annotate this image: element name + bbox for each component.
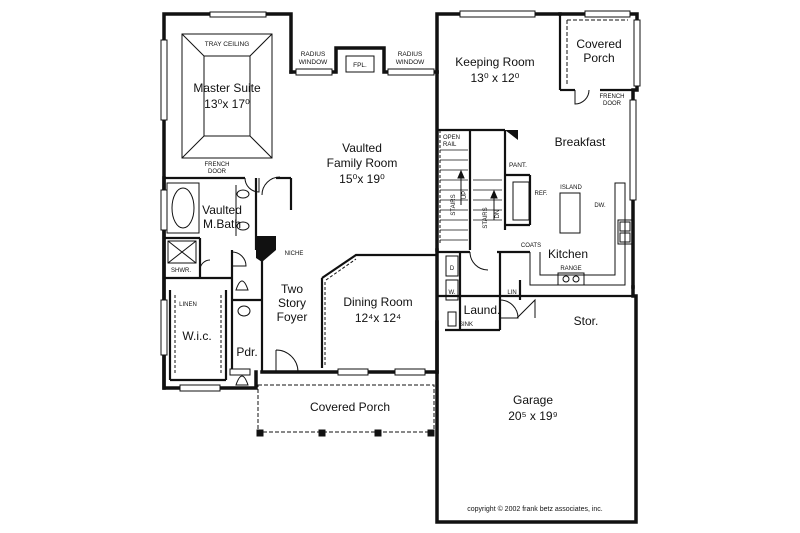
up-label: UP bbox=[462, 191, 468, 199]
dining-room-name: Dining Room bbox=[343, 295, 412, 309]
top-porch-label-1: Covered bbox=[576, 37, 621, 51]
tray-ceiling-label: TRAY CEILING bbox=[205, 41, 250, 48]
french-door-porch-1: FRENCH bbox=[600, 94, 625, 100]
keeping-room-name: Keeping Room bbox=[455, 55, 534, 69]
front-porch-outline bbox=[257, 384, 435, 433]
tray-ceiling-inner bbox=[203, 55, 251, 137]
open-rail-2: RAIL bbox=[443, 142, 457, 148]
shower bbox=[167, 240, 197, 264]
garage-name: Garage bbox=[513, 393, 553, 407]
keeping-room-dims: 13⁰ x 12⁰ bbox=[471, 71, 520, 85]
wic-label: W.i.c. bbox=[182, 329, 211, 343]
radius-window-left-2: WINDOW bbox=[299, 59, 328, 66]
linen-closet-label: LIN bbox=[507, 290, 516, 296]
laundry-label: Laund. bbox=[464, 303, 501, 317]
fireplace bbox=[345, 55, 375, 73]
windows bbox=[160, 10, 641, 392]
storage-wall bbox=[435, 285, 638, 524]
french-door-porch-2: DOOR bbox=[603, 101, 622, 107]
washer-label: W. bbox=[449, 290, 456, 296]
bathtub bbox=[171, 187, 195, 229]
range-label: RANGE bbox=[560, 266, 581, 272]
front-porch-label: Covered Porch bbox=[310, 400, 390, 414]
dryer-label: D bbox=[450, 266, 455, 272]
pantry-label: PANT. bbox=[509, 162, 527, 169]
room-labels: Master Suite 13⁰x 17⁰ Vaulted M.Bath W.i… bbox=[182, 37, 621, 423]
copyright: copyright © 2002 frank betz associates, … bbox=[467, 505, 603, 513]
niche-label: NICHE bbox=[285, 251, 304, 257]
linen-label: LINEN bbox=[179, 302, 197, 308]
family-room-dims: 15⁰x 19⁰ bbox=[339, 172, 385, 186]
kitchen-island bbox=[559, 192, 581, 234]
island-label: ISLAND bbox=[560, 185, 582, 191]
top-porch-label-2: Porch bbox=[583, 51, 614, 65]
french-door-master-1: FRENCH bbox=[205, 162, 230, 168]
annotations: TRAY CEILING RADIUS WINDOW RADIUS WINDOW… bbox=[171, 41, 625, 513]
french-door-master-2: DOOR bbox=[208, 169, 227, 175]
dining-room-dims: 12⁴x 12⁴ bbox=[355, 311, 401, 325]
foyer-label-2: Story bbox=[278, 296, 306, 310]
niche-block bbox=[256, 236, 276, 262]
fireplace-label: FPL. bbox=[353, 62, 367, 69]
foyer-label-1: Two bbox=[281, 282, 303, 296]
sink-label: SINK bbox=[459, 322, 473, 328]
master-bath-label-2: M.Bath bbox=[203, 217, 241, 231]
family-room-label-2: Family Room bbox=[327, 156, 398, 170]
powder-label: Pdr. bbox=[236, 345, 257, 359]
breakfast-label: Breakfast bbox=[555, 135, 606, 149]
garage-dims: 20⁵ x 19⁹ bbox=[508, 409, 557, 423]
kitchen-label: Kitchen bbox=[548, 247, 588, 261]
master-bath-label-1: Vaulted bbox=[202, 203, 242, 217]
open-rail-1: OPEN bbox=[443, 135, 460, 141]
master-suite-name: Master Suite bbox=[193, 81, 261, 95]
tray-ceiling-outer bbox=[181, 33, 273, 159]
refrigerator-label: REF. bbox=[534, 191, 547, 197]
fixtures bbox=[166, 19, 633, 437]
radius-window-right-1: RADIUS bbox=[398, 51, 423, 58]
interior-walls bbox=[164, 14, 633, 382]
pantry-corner bbox=[505, 130, 518, 140]
shower-label: SHWR. bbox=[171, 268, 191, 274]
foyer-label-3: Foyer bbox=[277, 310, 308, 324]
radius-window-left-1: RADIUS bbox=[301, 51, 326, 58]
dishwasher-label: DW. bbox=[594, 203, 606, 209]
stairs-up-label: STAIRS bbox=[451, 194, 457, 215]
dn-label: DN bbox=[495, 210, 501, 219]
coats-label: COATS bbox=[521, 243, 541, 249]
radius-window-right-2: WINDOW bbox=[396, 59, 425, 66]
stairs-dn-label: STAIRS bbox=[483, 207, 489, 228]
family-room-label-1: Vaulted bbox=[342, 141, 382, 155]
storage-label: Stor. bbox=[574, 314, 599, 328]
master-suite-dims: 13⁰x 17⁰ bbox=[204, 97, 250, 111]
